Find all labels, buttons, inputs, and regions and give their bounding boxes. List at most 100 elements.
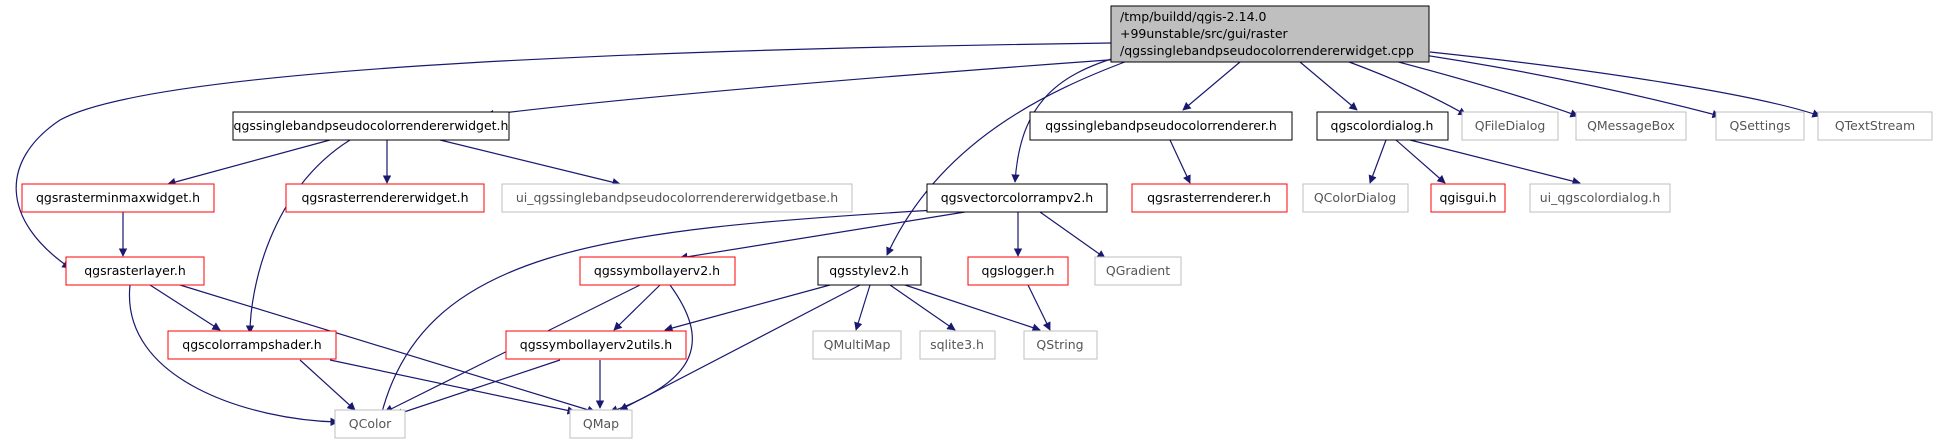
node-rasterrenderer-h[interactable]: qgsrasterrenderer.h [1131,183,1288,213]
edge-root-qfiledialog [1329,54,1467,116]
edge-rasterlayer-qcolor [128,284,339,427]
edge-symbollayerutils-qcolor [394,359,561,417]
root-node-line-1: /tmp/buildd/qgis-2.14.0 [1120,9,1266,24]
node-qstring-label: QString [1036,337,1083,352]
edge-symbollayer-symbollayerutils [613,284,661,331]
node-qcolor[interactable]: QColor [334,409,406,439]
edge-colordialog-ui-colordialog [1409,139,1581,186]
node-qstring[interactable]: QString [1023,330,1098,360]
node-symbollayer-h-label: qgssymbollayerv2.h [594,263,720,278]
edge-style-sqlite3 [889,284,956,331]
node-colorrampshader-h-label: qgscolorrampshader.h [182,337,321,352]
node-vectorcolorramp-h[interactable]: qgsvectorcolorrampv2.h [926,183,1108,213]
node-qcolordialog[interactable]: QColorDialog [1302,183,1409,213]
edge-rasterlayer-qmap [179,284,596,414]
edge-vectorcolorramp-qcolor [377,209,936,421]
node-qmap[interactable]: QMap [569,409,633,439]
node-sqlite3-h-box [919,330,996,360]
node-rasterlayer-h-label: qgsrasterlayer.h [84,263,186,278]
node-qsettings-box [1715,111,1805,141]
edge-vectorcolorramp-qgradient [1039,211,1106,259]
node-style-h-box [817,256,922,286]
node-ui-base-h[interactable]: ui_qgssinglebandpseudocolorrendererwidge… [501,183,853,213]
node-qmap-label: QMap [583,416,619,431]
edge-colordialog-qcolordialog [1368,139,1387,184]
node-qgisgui-h[interactable]: qgisgui.h [1430,183,1506,213]
node-renderer-h-box [1029,111,1293,141]
node-colordialog-h-box [1316,111,1449,141]
edge-logger-qstring [1027,284,1051,331]
node-qtextstream[interactable]: QTextStream [1817,111,1933,141]
node-qmessagebox-label: QMessageBox [1587,118,1675,133]
edge-widget-colorrampshader [245,139,351,334]
node-widget-h[interactable]: qgssinglebandpseudocolorrendererwidget.h [232,111,510,141]
node-symbollayer-h[interactable]: qgssymbollayerv2.h [579,256,736,286]
node-vectorcolorramp-h-box [926,183,1108,213]
node-logger-h-box [967,256,1069,286]
node-qgradient-label: QGradient [1106,263,1170,278]
node-qmultimap[interactable]: QMultiMap [812,330,902,360]
node-symbollayer-h-box [579,256,736,286]
node-qcolor-label: QColor [349,416,392,431]
node-style-h[interactable]: qgsstylev2.h [817,256,922,286]
node-rasterrendererwidget-h[interactable]: qgsrasterrendererwidget.h [285,183,485,213]
node-qtextstream-box [1817,111,1933,141]
node-ui-colordialog-h[interactable]: ui_qgscolordialog.h [1529,183,1671,213]
edge-colorrampshader-qcolor [299,359,356,411]
node-vectorcolorramp-h-label: qgsvectorcolorrampv2.h [941,190,1093,205]
node-minmax-h[interactable]: qgsrasterminmaxwidget.h [21,183,215,213]
node-qmultimap-label: QMultiMap [824,337,891,352]
node-widget-h-box [232,111,510,141]
node-qgradient[interactable]: QGradient [1094,256,1182,286]
edge-widget-minmax [167,139,331,187]
node-symbollayerutils-h-box [505,330,687,360]
node-colordialog-h[interactable]: qgscolordialog.h [1316,111,1449,141]
edge-root-rasterlayer-h [15,42,1112,269]
edge-style-symbollayerutils [664,284,831,333]
edge-renderer-rasterrenderer [1169,139,1191,184]
node-qfiledialog[interactable]: QFileDialog [1461,111,1559,141]
node-qcolordialog-label: QColorDialog [1314,190,1396,205]
root-node[interactable]: /tmp/buildd/qgis-2.14.0 +99unstable/src/… [1110,5,1430,63]
edge-widget-ui-base [439,139,621,187]
edge-root-colordialog-h [1299,61,1358,111]
root-node-line-3: /qgssinglebandpseudocolorrendererwidget.… [1120,43,1414,58]
edges [15,42,1821,427]
node-qgisgui-h-box [1430,183,1506,213]
edge-colordialog-qgisgui [1395,139,1446,184]
edge-root-renderer-h [1182,61,1241,111]
edge-rasterlayer-colorrampshader [149,284,221,331]
node-rasterrenderer-h-label: qgsrasterrenderer.h [1147,190,1271,205]
node-colorrampshader-h-box [167,330,337,360]
node-logger-h[interactable]: qgslogger.h [967,256,1069,286]
root-node-line-2: +99unstable/src/gui/raster [1120,26,1289,41]
node-colorrampshader-h[interactable]: qgscolorrampshader.h [167,330,337,360]
node-sqlite3-h-label: sqlite3.h [930,337,984,352]
node-qcolordialog-box [1302,183,1409,213]
edge-style-qmultimap [854,284,871,331]
edge-root-qtextstream [1429,51,1821,118]
node-qmessagebox-box [1575,111,1687,141]
node-qmap-box [569,409,633,439]
node-qtextstream-label: QTextStream [1835,118,1915,133]
node-qgradient-box [1094,256,1182,286]
node-qcolor-box [334,409,406,439]
edge-root-style-h [886,59,1131,256]
node-renderer-h[interactable]: qgssinglebandpseudocolorrenderer.h [1029,111,1293,141]
node-ui-colordialog-h-box [1529,183,1671,213]
edge-root-widget-h [485,58,1123,119]
node-style-h-label: qgsstylev2.h [829,263,909,278]
node-minmax-h-box [21,183,215,213]
node-qsettings[interactable]: QSettings [1715,111,1805,141]
node-qfiledialog-label: QFileDialog [1475,118,1546,133]
node-sqlite3-h[interactable]: sqlite3.h [919,330,996,360]
node-ui-base-h-label: ui_qgssinglebandpseudocolorrendererwidge… [516,190,838,205]
edge-vectorcolorramp-symbollayer [679,211,966,261]
node-minmax-h-label: qgsrasterminmaxwidget.h [36,190,200,205]
node-rasterlayer-h[interactable]: qgsrasterlayer.h [65,256,205,286]
node-symbollayerutils-h[interactable]: qgssymbollayerv2utils.h [505,330,687,360]
edge-root-vectorcolorramp-h [1011,54,1126,183]
node-qmessagebox[interactable]: QMessageBox [1575,111,1687,141]
root-node-box [1110,5,1430,63]
